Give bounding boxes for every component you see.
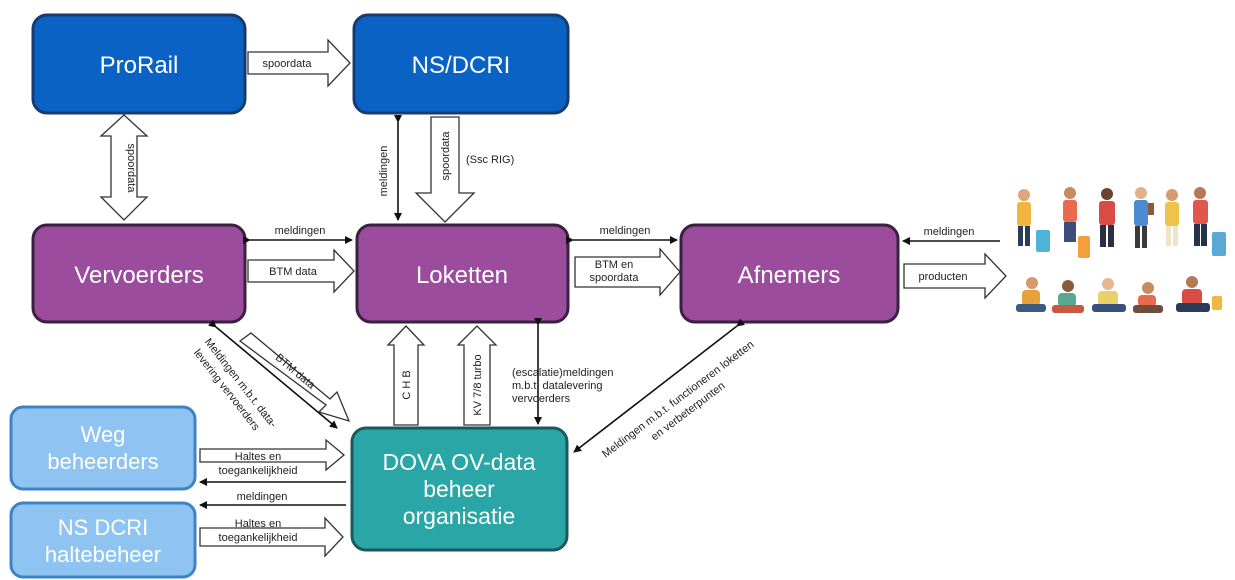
node-vervoerders: Vervoerders — [31, 223, 247, 324]
node-afnemers-label: Afnemers — [738, 262, 841, 289]
node-afnemers: Afnemers — [679, 223, 900, 324]
label-btm-en: BTM en — [595, 259, 634, 271]
node-weg-line2: beheerders — [47, 449, 158, 474]
label-functioneren-1: Meldingen m.b.t. functioneren loketten — [600, 339, 756, 461]
label-spoordata-top: spoordata — [263, 58, 313, 70]
label-meldingen-dova: meldingen — [237, 491, 288, 503]
label-ssc-rig: (Ssc RIG) — [466, 154, 514, 166]
label-meldingen-la: meldingen — [600, 225, 651, 237]
arrow-btm-la — [574, 247, 681, 297]
node-vervoerders-label: Vervoerders — [74, 262, 203, 289]
label-btm-diag: BTM data — [273, 352, 318, 392]
arrow-spoordata-top — [247, 38, 351, 88]
label-producten: producten — [919, 271, 968, 283]
label-escalatie-1: (escalatie)meldingen — [512, 367, 614, 379]
label-meldingen-users: meldingen — [924, 226, 975, 238]
node-prorail-label: ProRail — [100, 52, 179, 79]
node-nshalte-line1: NS DCRI — [58, 515, 148, 540]
label-escalatie-2: m.b.t. datalevering — [512, 380, 603, 392]
node-nsdcri-label: NS/DCRI — [412, 52, 511, 79]
label-meldingen-vl: meldingen — [275, 225, 326, 237]
node-loketten: Loketten — [355, 223, 570, 324]
label-haltes-ns-2: toegankelijkheid — [219, 532, 298, 544]
node-dova-line2: beheer — [423, 476, 495, 502]
arrow-kv — [456, 325, 498, 426]
line-functioneren — [573, 318, 745, 453]
node-loketten-label: Loketten — [416, 262, 508, 289]
node-dova-line3: organisatie — [403, 503, 516, 529]
label-haltes-weg-2: toegankelijkheid — [219, 465, 298, 477]
label-btm-vl: BTM data — [269, 266, 318, 278]
node-dova-line1: DOVA OV-data — [383, 449, 536, 475]
node-prorail: ProRail — [31, 13, 247, 115]
travelers-illustration — [1016, 187, 1226, 313]
label-spoordata-ns: spoordata — [440, 131, 452, 181]
label-escalatie-3: vervoerders — [512, 393, 571, 405]
node-weg-line1: Weg — [81, 422, 126, 447]
arrow-spoordata-vertical — [99, 114, 149, 221]
node-dova: DOVA OV-data beheer organisatie — [350, 426, 569, 552]
node-nsdcri: NS/DCRI — [352, 13, 570, 115]
line-meldingen-diag — [208, 319, 338, 429]
label-spoordata-la: spoordata — [590, 272, 640, 284]
node-nshalte-line2: haltebeheer — [45, 542, 161, 567]
label-meldingen-ns: meldingen — [378, 146, 390, 197]
arrow-haltes-weg — [199, 438, 346, 472]
label-haltes-weg-1: Haltes en — [235, 451, 281, 463]
label-spoordata-vertical: spoordata — [125, 144, 137, 194]
label-kv: KV 7/8 turbo — [472, 354, 484, 415]
arrow-producten — [903, 252, 1007, 300]
arrow-spoordata-ns — [414, 116, 476, 223]
arrow-haltes-ns — [199, 516, 344, 558]
arrow-btm-vl — [247, 248, 355, 294]
arrow-chb — [386, 325, 426, 426]
label-haltes-ns-1: Haltes en — [235, 518, 281, 530]
node-nshaltebeheer: NS DCRI haltebeheer — [9, 501, 197, 579]
label-chb: C H B — [401, 370, 413, 399]
node-wegbeheerders: Weg beheerders — [9, 405, 197, 491]
